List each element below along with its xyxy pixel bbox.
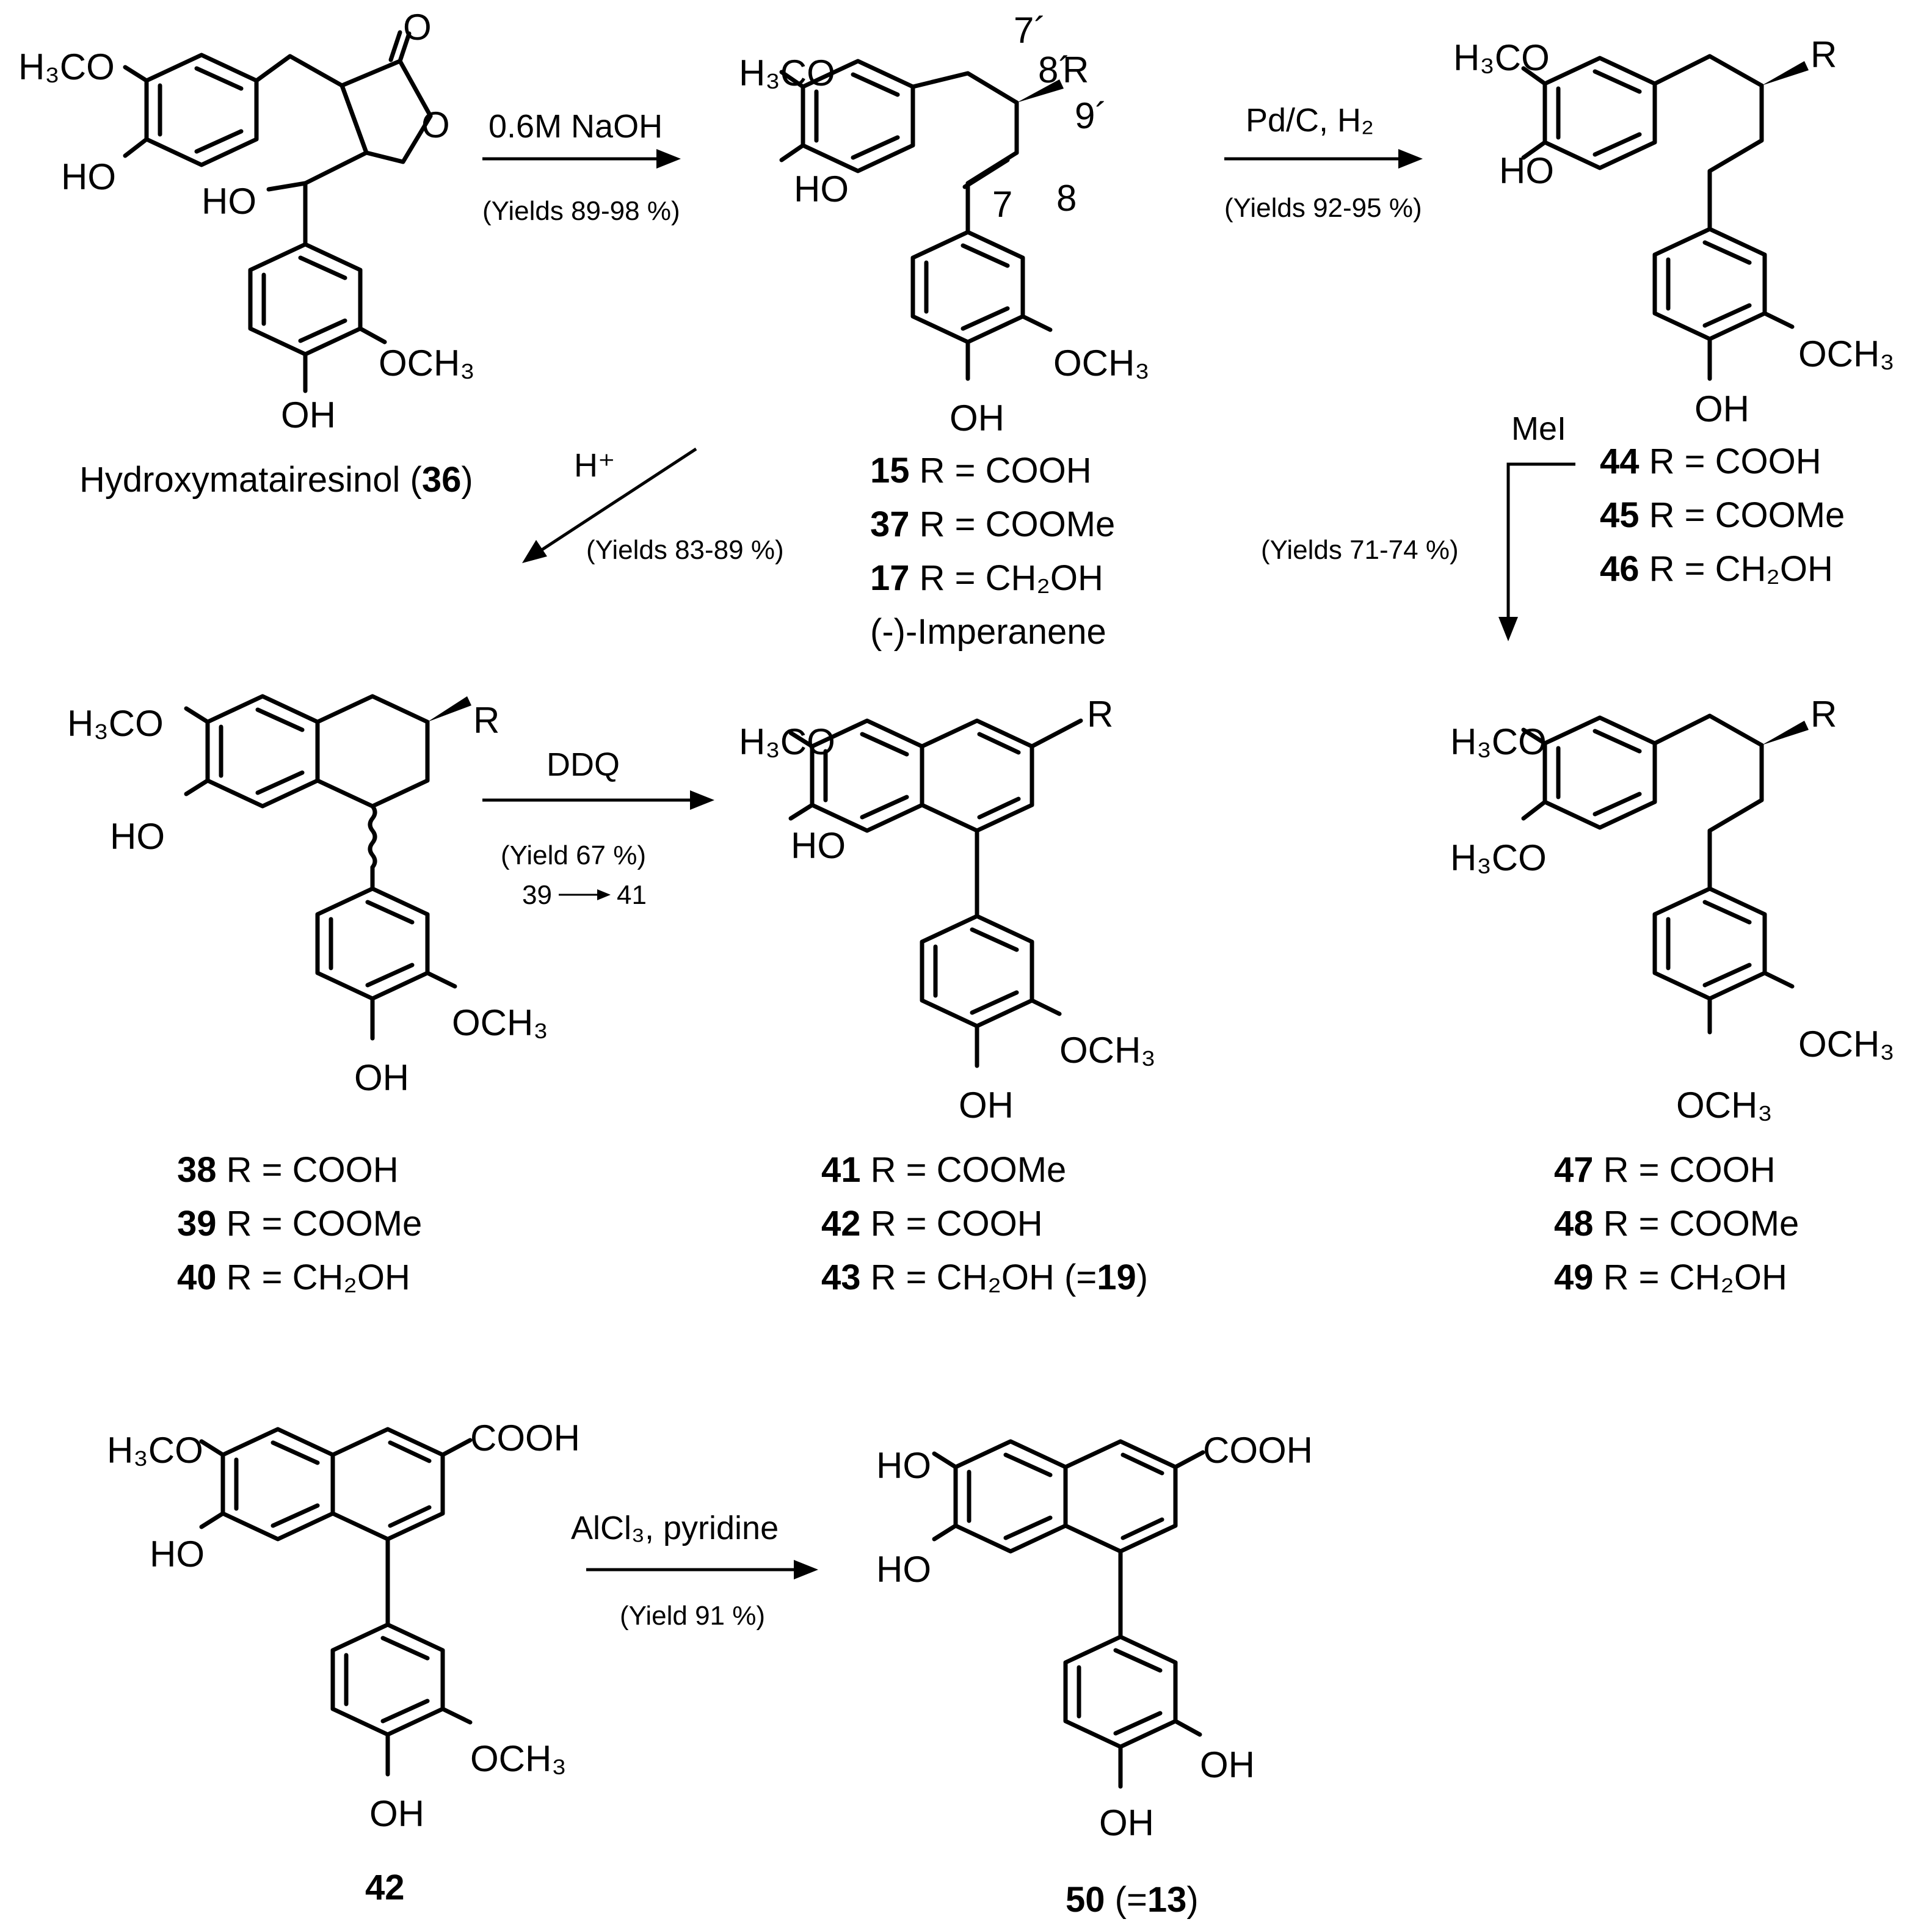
h3co-label: H₃CO [18,46,115,87]
och3-label: OCH₃ [1059,1030,1156,1071]
locant-8: 8 [1056,178,1077,219]
r-group-label: R [1087,694,1113,735]
oh-label: OH [369,1793,424,1834]
carbonyl-o-label: O [403,7,432,48]
cooh-label: COOH [470,1418,580,1458]
compound-43-label: 43 R = CH₂OH (=19) [821,1258,1148,1297]
compound-47-label: 47 R = COOH [1554,1150,1776,1190]
ho-label: HO [202,181,256,222]
reaction-arrow-acid [522,447,697,563]
yield-ddq: (Yield 67 %) [501,840,646,870]
ho-label: HO [876,1549,931,1590]
reaction-arrow-demethylation [586,1560,818,1579]
reaction-arrow-ddq [482,790,714,810]
reagent-naoh: 0.6M NaOH [488,108,663,145]
och3-label: OCH₃ [452,1002,548,1043]
compound-15-structure [779,59,1064,381]
oh-label: OH [354,1057,409,1098]
compound-41-label: 41 R = COOMe [821,1150,1066,1190]
och3-label: OCH₃ [1676,1085,1773,1126]
reagent-ddq: DDQ [547,746,620,783]
ho-label: HO [150,1534,205,1575]
h3co-label: H₃CO [739,53,835,93]
imperanene-label: (-)-Imperanene [870,612,1106,652]
compound-44-label: 44 R = COOH [1600,442,1821,481]
oh-label: OH [1694,388,1749,429]
och3-label: OCH₃ [1798,1024,1895,1065]
oh-label: OH [959,1085,1014,1126]
h3co-label: H₃CO [107,1430,203,1471]
r-group-label: R [1810,34,1837,75]
locant-9prime: 9´ [1075,95,1107,136]
h3co-label: H₃CO [739,721,835,762]
h3co-label: H₃CO [1450,837,1547,878]
h3co-label: H₃CO [1450,721,1547,762]
yield-methylation: (Yields 71-74 %) [1261,535,1459,565]
ho-label: HO [876,1445,931,1486]
oh-label: OH [1200,1744,1255,1785]
compound-50-label: 50 (=13) [1066,1880,1199,1920]
locant-8prime: 8´ [1038,49,1070,90]
compound-17-label: 17 R = CH₂OH [870,558,1103,598]
compound-46-label: 46 R = CH₂OH [1600,549,1833,589]
oh-label: OH [281,395,336,435]
h3co-label: H₃CO [1453,37,1550,78]
compound-38-structure [184,694,471,1041]
compound-15-label: 15 R = COOH [870,451,1092,490]
compound-47-structure [1521,713,1809,1035]
compound-45-label: 45 R = COOMe [1600,495,1845,535]
compound-44-structure [1521,54,1809,381]
ho-label: HO [791,825,846,866]
h3co-label: H₃CO [67,703,164,744]
reagent-mei: MeI [1511,410,1566,447]
yield-acid: (Yields 83-89 %) [586,535,784,565]
r-group-label: R [473,700,499,741]
compound-42-label: 42 R = COOH [821,1204,1043,1244]
reagent-alcl3-pyridine: AlCl₃, pyridine [571,1510,779,1546]
ddq-note-to: 41 [617,880,647,910]
locant-7prime: 7´ [1014,10,1046,51]
och3-label: OCH₃ [1798,333,1895,374]
oh-label: OH [1099,1802,1154,1843]
compound-39-label: 39 R = COOMe [177,1204,422,1244]
compound-36-label: Hydroxymatairesinol (36) [79,460,473,500]
ddq-note-arrow [559,889,611,900]
ho-label: HO [1499,150,1554,191]
compound-38-label: 38 R = COOH [177,1150,399,1190]
reagent-pdc-h2: Pd/C, H₂ [1246,102,1374,139]
r-group-label: R [1062,49,1089,90]
compound-36-structure [123,30,433,393]
ho-label: HO [110,816,165,857]
och3-label: OCH₃ [470,1738,567,1779]
yield-naoh: (Yields 89-98 %) [482,196,680,226]
yield-demethylation: (Yield 91 %) [620,1601,765,1631]
reagent-acid: H⁺ [574,447,616,484]
och3-label: OCH₃ [1053,343,1150,384]
och3-label: OCH₃ [379,343,475,384]
reaction-arrow-methylation [1498,462,1575,641]
compound-49-label: 49 R = CH₂OH [1554,1258,1787,1297]
oh-label: OH [950,398,1004,439]
compound-48-label: 48 R = COOMe [1554,1204,1799,1244]
r-group-label: R [1810,694,1837,735]
ho-label: HO [794,169,849,209]
locant-7: 7 [992,184,1012,225]
compound-50-structure [932,1439,1205,1789]
compound-41-structure [788,718,1083,1068]
ring-o-label: O [421,104,450,145]
ho-label: HO [61,156,116,197]
ddq-note-from: 39 [522,880,552,910]
reaction-arrow-naoh [482,149,681,169]
reaction-arrow-hydrogenation [1224,149,1423,169]
compound-42-structure [199,1427,473,1777]
compound-37-label: 37 R = COOMe [870,504,1115,544]
yield-hydrogenation: (Yields 92-95 %) [1224,193,1422,223]
cooh-label: COOH [1203,1430,1313,1471]
compound-40-label: 40 R = CH₂OH [177,1258,410,1297]
compound-42b-label: 42 [365,1868,405,1907]
